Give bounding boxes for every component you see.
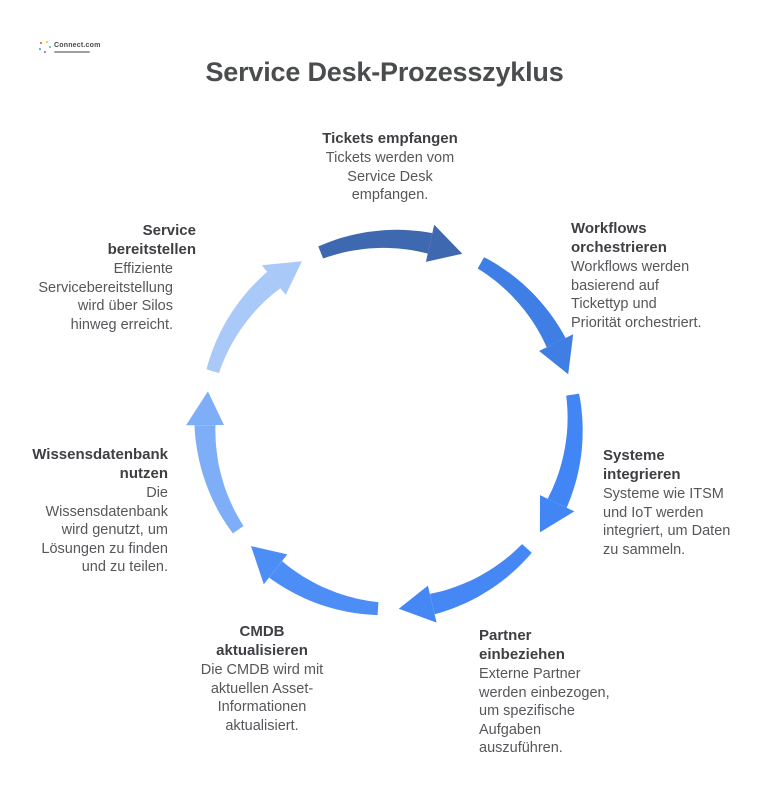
cycle-arrowhead-workflows-orchestrieren [539, 334, 574, 375]
cycle-arrowhead-tickets-empfangen [425, 224, 463, 262]
logo-confetti-icon [38, 40, 51, 55]
confetti-dot [46, 41, 48, 43]
stage-workflows-orchestrieren: Workflows orchestrieren Workflows werden… [571, 219, 761, 332]
stage-title: Systeme integrieren [603, 447, 681, 483]
cycle-arc-wissensdatenbank-nutzen [194, 425, 244, 534]
stage-description: Die Wissensdatenbank wird genutzt, um Lö… [41, 485, 168, 575]
cycle-arrowhead-cmdb-aktualisieren [251, 546, 288, 585]
stage-systeme-integrieren: Systeme integrieren Systeme wie ITSM und… [603, 446, 763, 559]
stage-service-bereitstellen: Service bereitstellen Effiziente Service… [0, 221, 196, 334]
stage-cmdb-aktualisieren: CMDB aktualisieren Die CMDB wird mit akt… [162, 622, 362, 735]
cycle-arrowhead-partner-einbeziehen [398, 585, 437, 623]
confetti-dot [39, 48, 41, 50]
confetti-dot [44, 51, 46, 53]
cycle-arc-partner-einbeziehen [429, 544, 532, 615]
cycle-arc-service-bereitstellen [206, 271, 281, 374]
stage-description: Tickets werden vom Service Desk empfange… [325, 150, 455, 203]
stage-description: Systeme wie ITSM und IoT werden integrie… [603, 486, 731, 558]
stage-description: Externe Partner werden einbezogen, um sp… [479, 666, 610, 756]
confetti-dot [40, 42, 42, 44]
stage-title: Tickets empfangen [322, 130, 458, 147]
cycle-arc-workflows-orchestrieren [477, 257, 566, 348]
stage-tickets-empfangen: Tickets empfangen Tickets werden vom Ser… [280, 129, 500, 205]
cycle-arrowhead-service-bereitstellen [261, 261, 302, 295]
stage-partner-einbeziehen: Partner einbeziehen Externe Partner werd… [479, 626, 659, 758]
stage-title: Wissensdatenbank nutzen [32, 446, 168, 482]
logo-text: Connect.com [54, 42, 101, 49]
confetti-dot [49, 46, 51, 48]
stage-title: Workflows orchestrieren [571, 220, 667, 256]
logo-tagline [54, 51, 90, 53]
stage-description: Workflows werden basierend auf Tickettyp… [571, 259, 702, 331]
cycle-arrowhead-systeme-integrieren [539, 495, 575, 533]
stage-wissensdatenbank-nutzen: Wissensdatenbank nutzen Die Wissensdaten… [0, 445, 168, 577]
page-title: Service Desk-Prozesszyklus [205, 57, 564, 87]
logo: Connect.com [38, 40, 101, 55]
cycle-arrowhead-wissensdatenbank-nutzen [186, 391, 224, 426]
logo-text-block: Connect.com [54, 42, 101, 53]
cycle-arc-cmdb-aktualisieren [269, 561, 379, 616]
stage-description: Effiziente Servicebereitstellung wird üb… [38, 261, 173, 333]
stage-title: Partner einbeziehen [479, 627, 565, 663]
stage-description: Die CMDB wird mit aktuellen Asset- Infor… [200, 662, 324, 734]
stage-title: CMDB aktualisieren [216, 623, 308, 659]
cycle-arc-systeme-integrieren [547, 393, 583, 508]
stage-title: Service bereitstellen [107, 222, 196, 258]
cycle-arc-tickets-empfangen [318, 229, 433, 259]
